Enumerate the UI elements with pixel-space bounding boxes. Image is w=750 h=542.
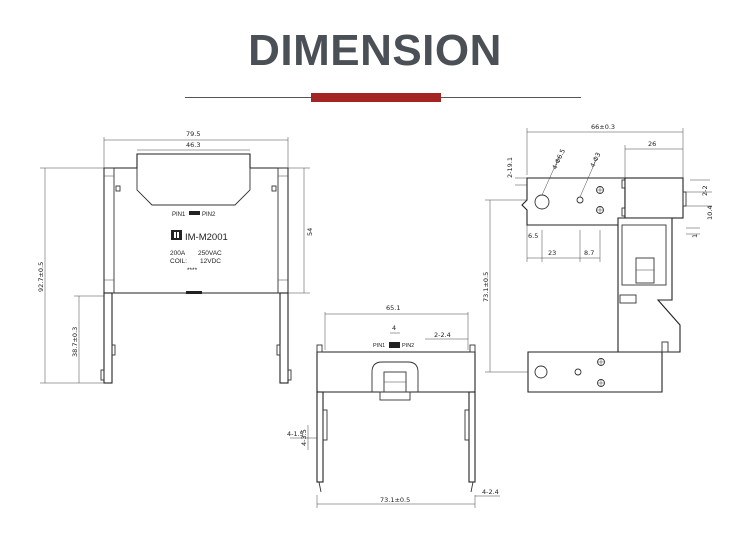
- title-accent-bar: [311, 93, 441, 102]
- side-tab-gap: 1: [691, 234, 699, 238]
- side-view: 66±0.3 26 4-Φ6.5 4-Φ3 2-19.1 2-2 10.4: [482, 123, 714, 393]
- coil-label: COIL:: [170, 258, 187, 265]
- page-title: DIMENSION: [248, 26, 502, 75]
- front-view: 79.5 46.3 PIN1 PIN2 IM-M2001 200A 250VAC…: [37, 130, 314, 384]
- front-total-height: 92.7±0.5: [37, 262, 45, 292]
- front-window-width: 46.3: [186, 141, 200, 149]
- side-left-edge: 6.5: [528, 232, 538, 240]
- rating-current: 200A: [170, 250, 186, 257]
- bottom-left-b: 4-3.5: [300, 429, 308, 446]
- marking-text: ****: [187, 267, 198, 274]
- rating-voltage: 250VAC: [198, 250, 222, 257]
- side-right-width: 26: [648, 140, 656, 148]
- side-overall-width: 66±0.3: [591, 123, 615, 131]
- side-hole-b: 4-Φ6.5: [551, 148, 568, 171]
- side-height: 73.1±0.5: [482, 272, 490, 302]
- model-number: IM-M2001: [185, 232, 228, 243]
- front-pin1-label: PIN1: [172, 212, 186, 218]
- side-hole-a: 2-19.1: [506, 157, 514, 178]
- side-spacing-b: 8.7: [584, 249, 594, 257]
- front-leg-height: 38.7±0.3: [71, 327, 79, 357]
- side-tab-height: 10.4: [706, 206, 714, 220]
- side-right-gap: 2-2: [701, 185, 709, 196]
- bottom-pin2-label: PIN2: [402, 343, 414, 349]
- bottom-right-b: 4-2.4: [482, 488, 499, 496]
- bottom-top-width: 65.1: [386, 304, 400, 312]
- side-spacing-a: 23: [548, 249, 556, 257]
- front-body-height: 54: [306, 228, 314, 236]
- title-divider-left: [185, 97, 311, 98]
- bottom-left-a: 4-1.5: [287, 430, 304, 438]
- bottom-pin-gap: 2-2.4: [434, 331, 451, 339]
- title-divider-right: [441, 97, 581, 98]
- bottom-view: 65.1 4 2-2.4 PIN1 PIN2 4-1.5 4-3.5 73.1±…: [287, 304, 500, 508]
- side-hole-c: 4-Φ3: [589, 151, 603, 169]
- front-overall-width: 79.5: [186, 130, 200, 138]
- front-pin2-label: PIN2: [202, 212, 216, 218]
- bottom-pin-width: 4: [392, 324, 396, 332]
- brand-logo-mark: [171, 230, 182, 240]
- bottom-pin1-label: PIN1: [373, 343, 385, 349]
- bottom-overall-width: 73.1±0.5: [380, 496, 410, 504]
- coil-value: 12VDC: [200, 258, 221, 265]
